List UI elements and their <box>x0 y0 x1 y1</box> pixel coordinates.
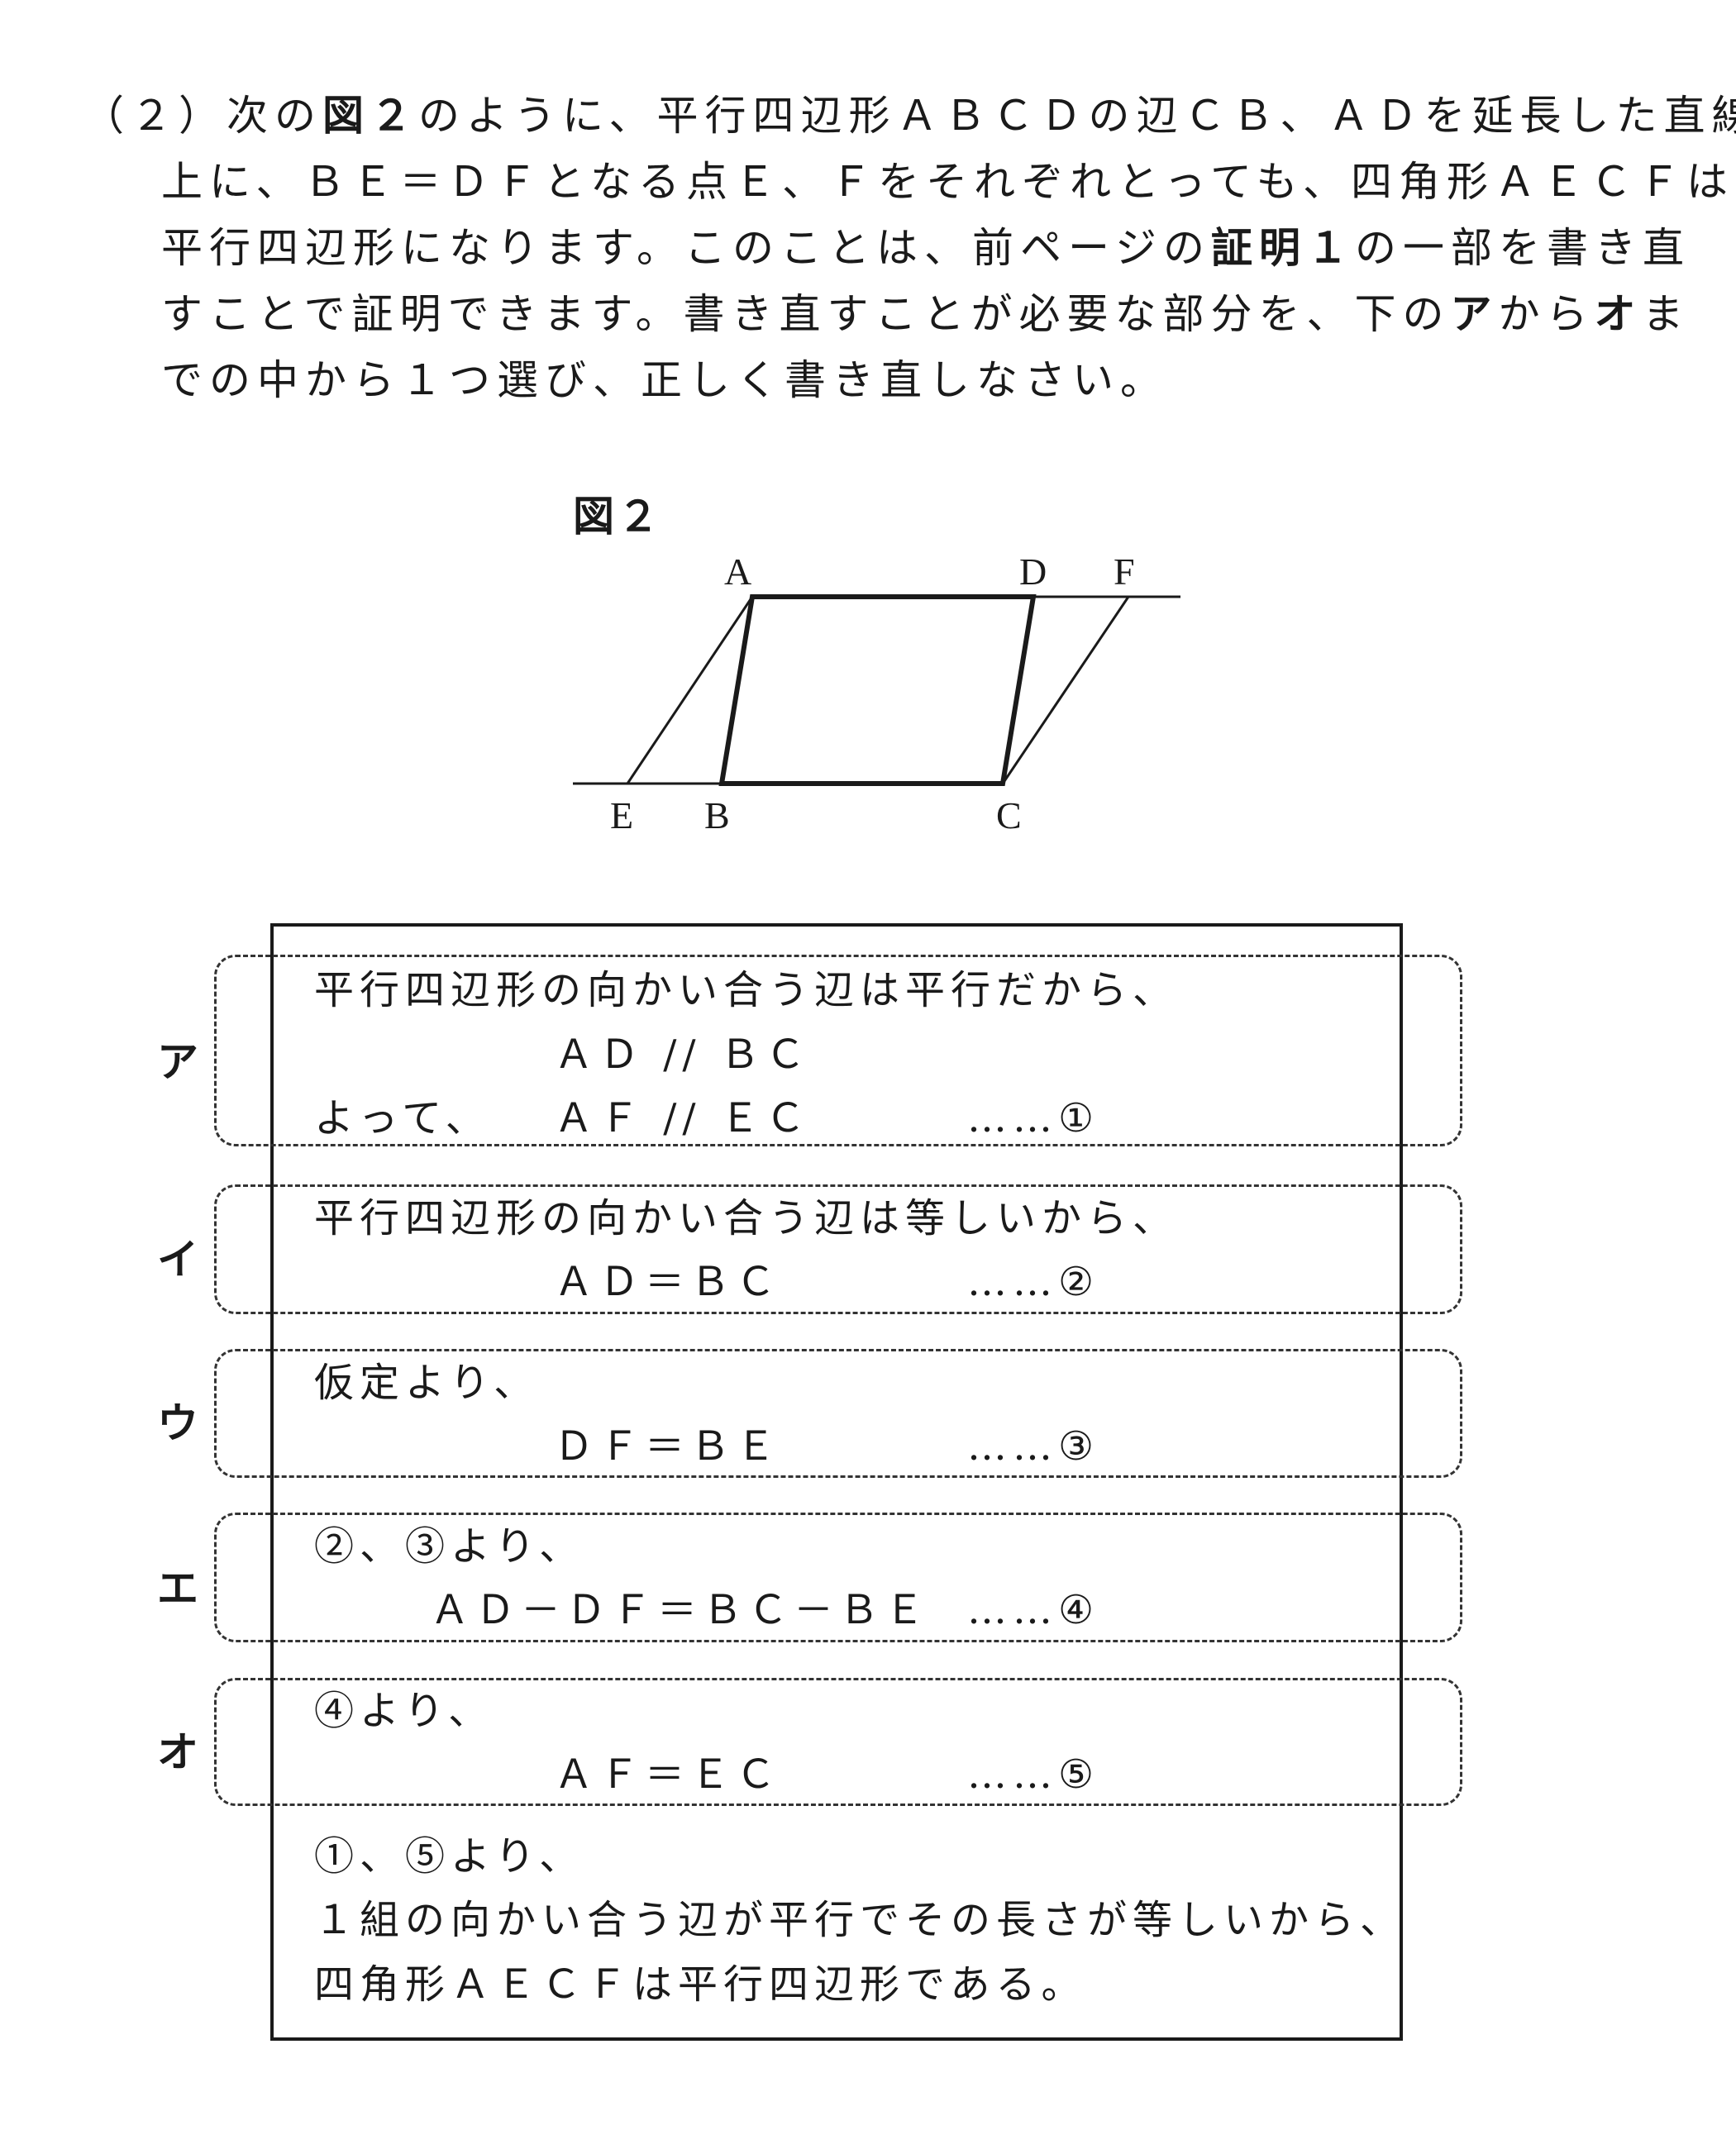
point-label-d: D <box>1019 550 1047 593</box>
question-text: すことで証明できます。書き直すことが必要な部分を、下の <box>161 290 1451 338</box>
question-text: 平行四辺形になります。このことは、前ページの <box>161 224 1211 272</box>
question-text: のように、平行四辺形ＡＢＣＤの辺ＣＢ、ＡＤを延長した直線 <box>418 92 1736 140</box>
equation-number-3: ……③ <box>967 1423 1100 1470</box>
option-label-a: ア <box>157 1038 198 1086</box>
question-line-5: での中から１つ選び、正しく書き直しなさい。 <box>161 356 1168 404</box>
option-box-u[interactable] <box>214 1349 1462 1478</box>
proof-formula-ad-parallel-bc: ＡＤ // ＢＣ <box>554 1032 811 1078</box>
option-label-o: オ <box>157 1728 198 1776</box>
option-label-u: ウ <box>157 1399 198 1447</box>
option-box-a[interactable] <box>214 955 1462 1146</box>
option-box-o[interactable] <box>214 1678 1462 1806</box>
proof-line-u-1: 仮定より、 <box>314 1360 540 1406</box>
question-text: の一部を書き直 <box>1355 224 1691 272</box>
conclusion-line-3: 四角形ＡＥＣＦは平行四辺形である。 <box>314 1961 1087 2008</box>
question-text: ま <box>1642 290 1691 338</box>
point-label-b: B <box>704 794 730 836</box>
equation-number-2: ……② <box>967 1259 1100 1305</box>
segment-ae <box>626 596 754 784</box>
proof-line-e-1: ②、③より、 <box>314 1523 585 1570</box>
equation-number-5: ……⑤ <box>967 1751 1100 1798</box>
proof-line-o-1: ④より、 <box>314 1688 494 1734</box>
conclusion-line-1: ①、⑤より、 <box>314 1833 585 1880</box>
proof-formula-af-eq-ec: ＡＦ＝ＥＣ <box>554 1751 782 1798</box>
proof-reference: 証明１ <box>1211 224 1355 272</box>
question-line-4: すことで証明できます。書き直すことが必要な部分を、下のアからオま <box>161 289 1691 339</box>
point-label-e: E <box>610 794 634 836</box>
option-reference-o: オ <box>1594 290 1643 338</box>
proof-formula-ad-eq-bc: ＡＤ＝ＢＣ <box>554 1259 782 1305</box>
proof-formula-af-parallel-ec: ＡＦ // ＥＣ <box>554 1095 811 1141</box>
proof-line-a-3: よって、 <box>314 1095 491 1141</box>
option-box-i[interactable] <box>214 1184 1462 1314</box>
option-box-e[interactable] <box>214 1513 1462 1642</box>
question-line-2: 上に、ＢＥ＝ＤＦとなる点Ｅ、Ｆをそれぞれとっても、四角形ＡＥＣＦは <box>161 158 1734 206</box>
question-text: から <box>1498 290 1595 338</box>
equation-number-1: ……① <box>967 1095 1100 1141</box>
proof-line-a-1: 平行四辺形の向かい合う辺は平行だから、 <box>314 967 1179 1013</box>
question-text: （２）次の <box>83 92 322 140</box>
proof-formula-subtraction: ＡＤ－ＤＦ＝ＢＣ－ＢＥ <box>430 1587 931 1633</box>
point-label-c: C <box>996 794 1022 836</box>
parallelogram-abcd <box>718 594 1037 786</box>
figure-reference: 図２ <box>322 92 418 140</box>
option-reference-a: ア <box>1450 290 1499 338</box>
question-line-3: 平行四辺形になります。このことは、前ページの証明１の一部を書き直 <box>161 223 1691 273</box>
option-label-i: イ <box>157 1236 198 1284</box>
point-label-f: F <box>1114 550 1135 593</box>
proof-box <box>270 923 1403 2041</box>
conclusion-line-2: １組の向かい合う辺が平行でその長さが等しいから、 <box>314 1897 1406 1943</box>
segment-fc <box>1001 596 1130 784</box>
figure-title: 図２ <box>573 493 662 541</box>
proof-formula-df-eq-be: ＤＦ＝ＢＥ <box>554 1423 782 1470</box>
equation-number-4: ……④ <box>967 1587 1100 1633</box>
point-label-a: A <box>724 550 752 593</box>
parallelogram-figure <box>573 594 1180 786</box>
question-line-1: （２）次の図２のように、平行四辺形ＡＢＣＤの辺ＣＢ、ＡＤを延長した直線 <box>83 91 1736 141</box>
proof-line-i-1: 平行四辺形の向かい合う辺は等しいから、 <box>314 1195 1179 1241</box>
option-label-e: エ <box>157 1565 198 1613</box>
